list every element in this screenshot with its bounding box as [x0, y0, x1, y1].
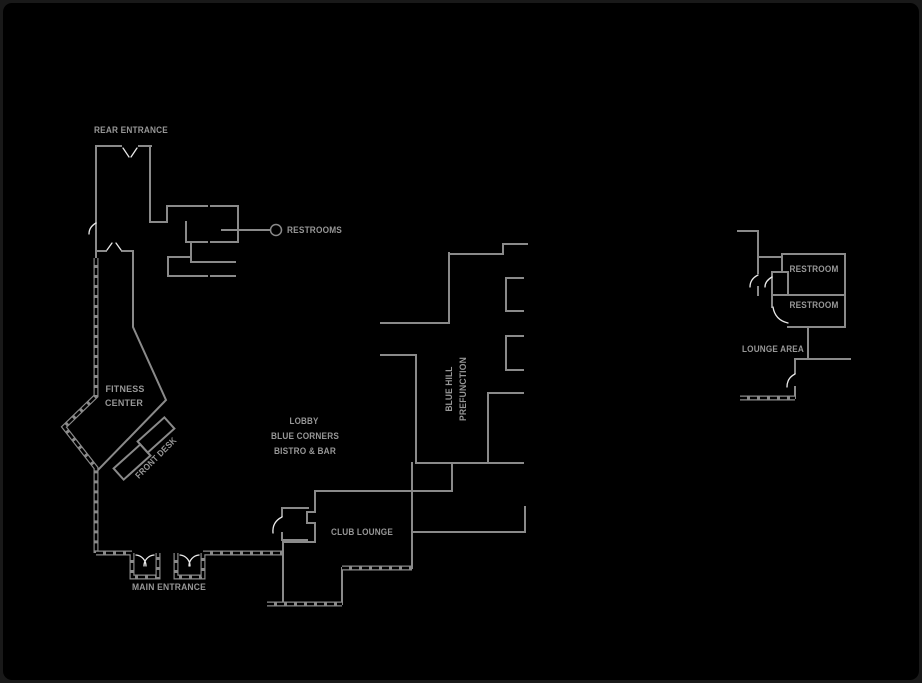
- walls-prefunction: [380, 243, 528, 492]
- restrooms-callout-label: RESTROOMS: [287, 225, 342, 235]
- walls-main-entrance: [96, 550, 283, 580]
- lobby-label-line1: LOBBY: [290, 416, 319, 426]
- restrooms-callout-circle-icon: [269, 223, 283, 237]
- prefunction-label-line1: BLUE HILL: [444, 366, 454, 411]
- lobby-label-line2: BLUE CORNERS: [271, 431, 339, 441]
- lobby-label-line3: BISTRO & BAR: [274, 446, 336, 456]
- fitness-center-label-line2: CENTER: [105, 398, 143, 408]
- walls-club-lounge: [267, 462, 526, 607]
- main-entrance-label: MAIN ENTRANCE: [132, 582, 206, 592]
- front-desk-counter: [112, 415, 176, 482]
- club-lounge-label: CLUB LOUNGE: [331, 527, 393, 537]
- rear-entrance-label: REAR ENTRANCE: [94, 125, 168, 135]
- prefunction-label-line2: PREFUNCTION: [458, 357, 468, 421]
- plan-background: [3, 3, 919, 680]
- restroom-upper-label: RESTROOM: [790, 264, 839, 274]
- walls-rear-corridor-restrooms: [95, 145, 283, 277]
- walls-fitness-center: [60, 250, 168, 553]
- fitness-center-label-line1: FITNESS: [106, 384, 145, 394]
- door-swing-marks: [88, 147, 796, 567]
- restroom-lower-label: RESTROOM: [790, 300, 839, 310]
- walls-right-wing: [737, 230, 851, 401]
- lounge-area-label: LOUNGE AREA: [742, 344, 804, 354]
